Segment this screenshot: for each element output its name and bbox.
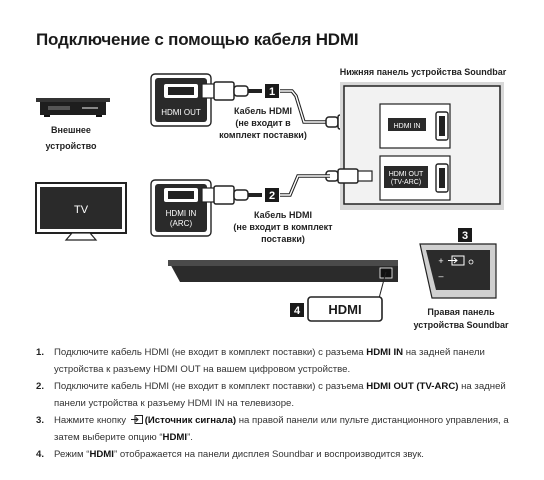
- panel-hdmi-in-label: HDMI IN: [394, 123, 421, 130]
- cable2-label-3: поставки): [261, 234, 305, 244]
- external-device-icon: [36, 98, 110, 117]
- hdmi-out-port-box: HDMI OUT: [150, 73, 212, 127]
- cable2-label-2: (не входит в комплект: [233, 222, 333, 232]
- hdmi-in-arc-port-box: HDMI IN (ARC): [150, 179, 212, 237]
- step-number: 3.: [36, 415, 45, 426]
- instruction-steps: 1. Подключите кабель HDMI (не входит в к…: [36, 344, 516, 463]
- step-text: Подключите кабель HDMI (не входит в комп…: [54, 347, 367, 358]
- step-text: на задней панели устройства к разъему HD…: [54, 381, 506, 409]
- hdmi-cable-plug-1: [201, 81, 262, 101]
- step-number: 1.: [36, 347, 45, 358]
- hdmi-cable-plug-2: [201, 185, 262, 205]
- panel-hdmi-out-label-2: (TV-ARC): [391, 179, 421, 186]
- callout-1: 1: [269, 86, 275, 98]
- step-bold: HDMI OUT (TV-ARC): [366, 381, 459, 392]
- external-device-label-2: устройство: [45, 141, 97, 151]
- right-panel-label-2: устройства Soundbar: [413, 320, 509, 330]
- soundbar-bottom-panel-label: Нижняя панель устройства Soundbar: [339, 67, 507, 77]
- soundbar-display: [307, 296, 383, 322]
- soundbar-right-panel: + –: [419, 243, 497, 299]
- step-text: ” отображается на панели дисплея Soundba…: [113, 449, 424, 460]
- panel-hdmi-out-label-1: HDMI OUT: [389, 171, 424, 178]
- cable1-label-3: комплект поставки): [219, 130, 307, 140]
- source-icon: [130, 415, 143, 424]
- soundbar-display-text: HDMI: [328, 302, 361, 317]
- tv-screen-label: TV: [74, 204, 89, 216]
- panel-minus: –: [438, 271, 443, 281]
- panel-plus: +: [438, 256, 443, 266]
- soundbar-body: [168, 260, 398, 303]
- connection-diagram: HDMI OUT 1 HDMI IN HDMI OUT (TV-ARC): [35, 73, 504, 322]
- step-text: Режим “: [54, 449, 90, 460]
- step-bold: HDMI: [89, 449, 114, 460]
- step-number: 2.: [36, 381, 45, 392]
- step-text: Подключите кабель HDMI (не входит в комп…: [54, 381, 367, 392]
- step-text: Нажмите кнопку: [54, 415, 129, 426]
- callout-3: 3: [462, 230, 468, 242]
- step-1: 1. Подключите кабель HDMI (не входит в к…: [36, 344, 516, 378]
- right-panel-label-1: Правая панель: [427, 307, 495, 317]
- callout-3-box: [458, 228, 472, 242]
- callout-1-box: [265, 84, 279, 98]
- step-2: 2. Подключите кабель HDMI (не входит в к…: [36, 378, 516, 412]
- callout-2-box: [265, 188, 279, 202]
- step-text: на задней панели устройства к разъему HD…: [54, 347, 485, 375]
- callout-4: 4: [294, 305, 301, 317]
- source-button-icon[interactable]: [448, 255, 465, 266]
- soundbar-bottom-panel: HDMI IN HDMI OUT (TV-ARC): [340, 82, 504, 210]
- hdmi-cable-plug-2-soundbar: [325, 168, 373, 184]
- external-device-label-1: Внешнее: [51, 125, 91, 135]
- port-hdmi-out-label: HDMI OUT: [161, 108, 201, 117]
- tv-icon: TV: [35, 182, 127, 241]
- cable1-label-2: (не входит в: [235, 118, 291, 128]
- power-button-icon[interactable]: [468, 259, 474, 265]
- port-arc-label: (ARC): [170, 219, 193, 228]
- step-bold: HDMI: [162, 432, 188, 443]
- page-title: Подключение с помощью кабеля HDMI: [36, 30, 359, 49]
- step-number: 4.: [36, 449, 45, 460]
- step-bold: HDMI IN: [366, 347, 404, 358]
- step-3: 3. Нажмите кнопку (Источник сигнала) на …: [36, 412, 516, 446]
- port-hdmi-in-label: HDMI IN: [166, 209, 197, 218]
- step-bold: (Источник сигнала): [144, 415, 237, 426]
- callout-4-box: [290, 303, 304, 317]
- callout-2: 2: [269, 190, 275, 202]
- cable2-label-1: Кабель HDMI: [254, 210, 312, 220]
- cable1-label-1: Кабель HDMI: [234, 106, 292, 116]
- step-4: 4. Режим “HDMI” отображается на панели д…: [36, 446, 516, 463]
- step-text: ”.: [187, 432, 193, 443]
- step-text: на правой панели или пульте дистанционно…: [54, 415, 509, 443]
